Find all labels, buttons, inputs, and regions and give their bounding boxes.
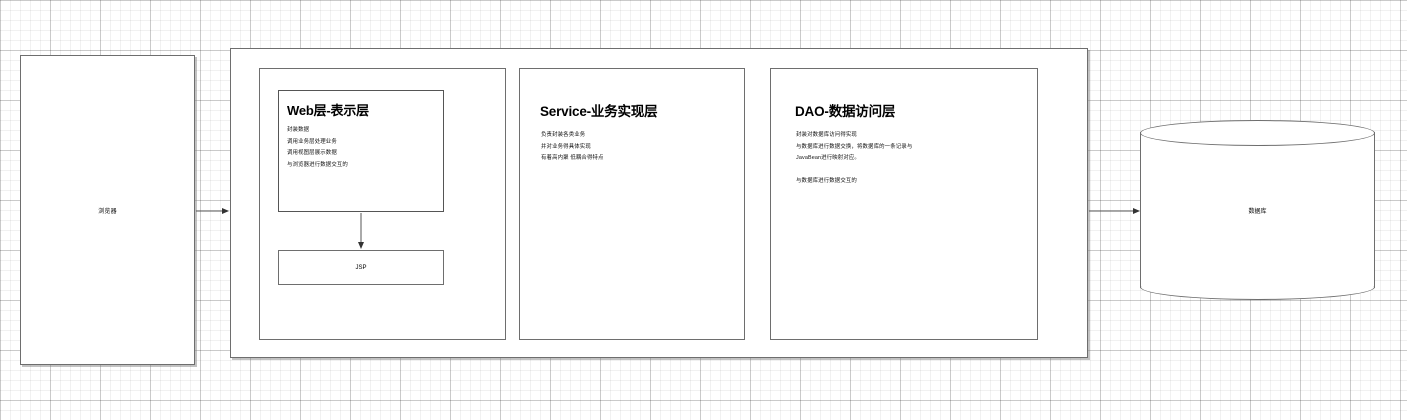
service-layer-line: 负责封装各类业务 <box>541 130 740 142</box>
service-layer-description: 负责封装各类业务 并对业务得具体实现 有着高内聚 低耦合得特点 <box>540 120 740 165</box>
web-layer-description: 封装数据 调用业务层处理业务 调用视图层展示数据 与浏览器进行数据交互的 <box>279 119 443 171</box>
service-layer-title: Service-业务实现层 <box>540 100 740 120</box>
service-layer-line: 并对业务得具体实现 <box>541 142 740 154</box>
dao-layer-description: 封装对数据库访问得实现 与数据库进行数据交换，将数据库的一条记录与 JavaBe… <box>795 120 1035 188</box>
web-layer-line: 调用视图层展示数据 <box>287 148 443 160</box>
web-layer-line: 封装数据 <box>287 125 443 137</box>
dao-layer-line: 与数据库进行数据交换，将数据库的一条记录与 <box>796 142 1035 154</box>
dao-layer-line: JavaBean进行映射对应。 <box>796 153 1035 165</box>
jsp-label: JSP <box>355 265 366 271</box>
dao-layer-line: 封装对数据库访问得实现 <box>796 130 1035 142</box>
service-layer-line: 有着高内聚 低耦合得特点 <box>541 153 740 165</box>
web-layer-title: Web层-表示层 <box>279 91 443 119</box>
database-label: 数据库 <box>1140 120 1375 300</box>
dao-layer-content: DAO-数据访问层 封装对数据库访问得实现 与数据库进行数据交换，将数据库的一条… <box>795 100 1035 188</box>
dao-layer-line-spacer <box>796 165 1035 177</box>
service-layer-content: Service-业务实现层 负责封装各类业务 并对业务得具体实现 有着高内聚 低… <box>540 100 740 165</box>
dao-layer-line: 与数据库进行数据交互的 <box>796 176 1035 188</box>
browser-label: 浏览器 <box>98 206 117 215</box>
database-node[interactable]: 数据库 <box>1140 120 1375 300</box>
web-layer-line: 调用业务层处理业务 <box>287 137 443 149</box>
web-layer-detail-box[interactable]: Web层-表示层 封装数据 调用业务层处理业务 调用视图层展示数据 与浏览器进行… <box>278 90 444 212</box>
browser-node[interactable]: 浏览器 <box>20 55 195 365</box>
dao-layer-title: DAO-数据访问层 <box>795 100 1035 120</box>
web-layer-line: 与浏览器进行数据交互的 <box>287 160 443 172</box>
jsp-node[interactable]: JSP <box>278 250 444 285</box>
